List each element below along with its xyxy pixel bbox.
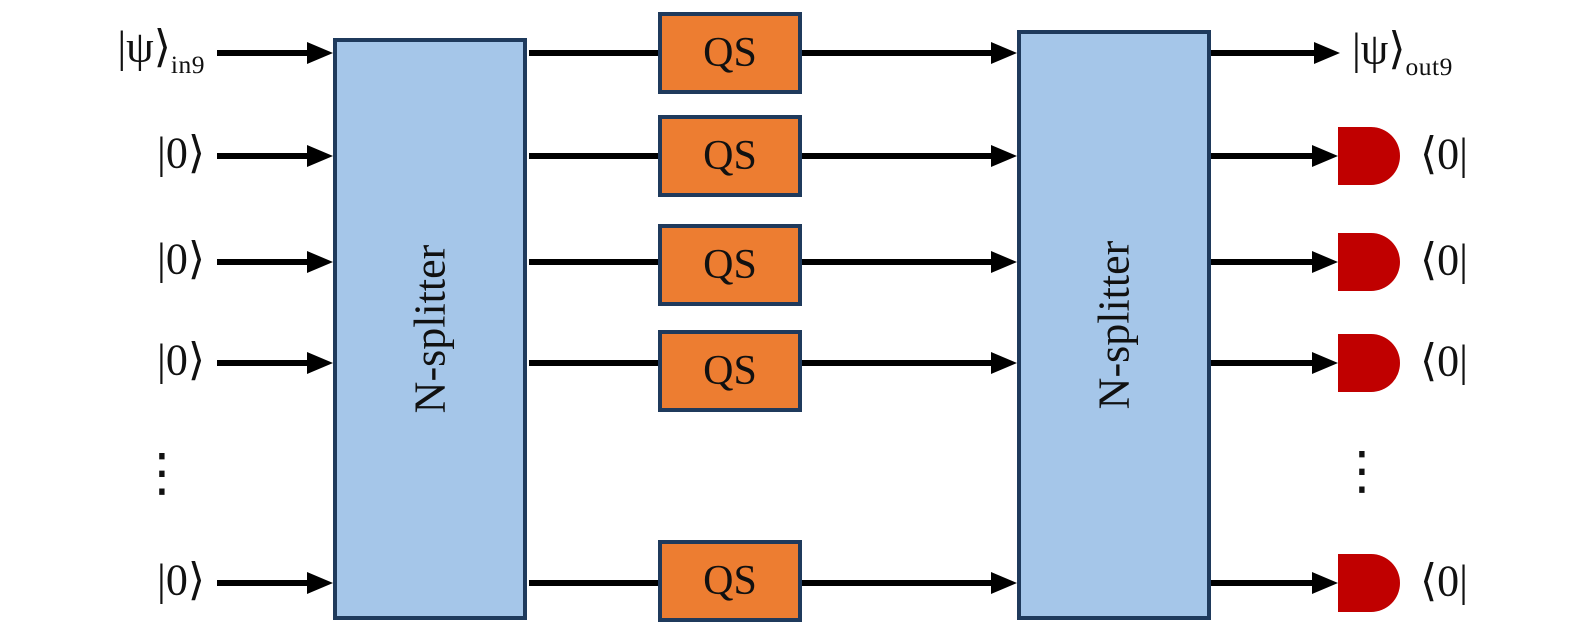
wire (217, 50, 313, 56)
arrowhead-icon (991, 572, 1017, 594)
arrowhead-icon (1312, 251, 1338, 273)
n-splitter-box-right: N-splitter (1017, 30, 1211, 620)
arrowhead-icon (991, 145, 1017, 167)
n-splitter-label: N-splitter (405, 244, 455, 414)
input-label-zero: |0⟩ (157, 555, 205, 605)
arrowhead-icon (1312, 352, 1338, 374)
arrowhead-icon (307, 352, 333, 374)
wire (802, 360, 994, 366)
wire (529, 580, 658, 586)
wire (1211, 580, 1314, 586)
arrowhead-icon (991, 352, 1017, 374)
arrowhead-icon (991, 42, 1017, 64)
wire (529, 259, 658, 265)
arrowhead-icon (307, 251, 333, 273)
wire (802, 153, 994, 159)
output-label-zero-bra: ⟨0| (1420, 556, 1468, 606)
wire (529, 153, 658, 159)
n-splitter-label: N-splitter (1089, 240, 1139, 410)
wire (217, 360, 313, 366)
wire (529, 50, 658, 56)
qs-label: QS (703, 30, 757, 76)
output-psi-subscript: out9 (1405, 51, 1453, 81)
wire (802, 580, 994, 586)
qs-label: QS (703, 348, 757, 394)
wire (1211, 259, 1314, 265)
qs-box-5: QS (658, 540, 802, 622)
input-label-zero: |0⟩ (157, 128, 205, 178)
wire (1211, 360, 1314, 366)
qs-box-4: QS (658, 330, 802, 412)
wire (802, 259, 994, 265)
input-label-psi: |ψ⟩in9 (40, 21, 205, 79)
detector-icon (1338, 127, 1400, 185)
wire (217, 259, 313, 265)
detector-icon (1338, 233, 1400, 291)
qs-box-1: QS (658, 12, 802, 94)
qs-box-3: QS (658, 224, 802, 306)
input-psi-subscript: in9 (170, 49, 205, 79)
wire (217, 153, 313, 159)
output-label-zero-bra: ⟨0| (1420, 129, 1468, 179)
qs-label: QS (703, 558, 757, 604)
output-label-zero-bra: ⟨0| (1420, 235, 1468, 285)
arrowhead-icon (991, 251, 1017, 273)
wire (1211, 50, 1316, 56)
wire (1211, 153, 1314, 159)
qs-label: QS (703, 242, 757, 288)
vertical-ellipsis-right: ⋮ (1336, 441, 1388, 501)
input-label-zero: |0⟩ (157, 335, 205, 385)
qs-label: QS (703, 133, 757, 179)
output-psi-ket: |ψ⟩ (1352, 24, 1406, 74)
arrowhead-icon (1314, 42, 1340, 64)
input-label-zero: |0⟩ (157, 234, 205, 284)
detector-icon (1338, 554, 1400, 612)
arrowhead-icon (1312, 145, 1338, 167)
arrowhead-icon (307, 42, 333, 64)
wire (217, 580, 313, 586)
n-splitter-box-left: N-splitter (333, 38, 527, 620)
arrowhead-icon (307, 572, 333, 594)
input-psi-ket: |ψ⟩ (117, 22, 171, 72)
arrowhead-icon (1312, 572, 1338, 594)
vertical-ellipsis-left: ⋮ (136, 443, 188, 503)
qs-box-2: QS (658, 115, 802, 197)
detector-icon (1338, 334, 1400, 392)
wire (802, 50, 994, 56)
arrowhead-icon (307, 145, 333, 167)
output-label-zero-bra: ⟨0| (1420, 336, 1468, 386)
wire (529, 360, 658, 366)
output-label-psi: |ψ⟩out9 (1352, 23, 1453, 81)
